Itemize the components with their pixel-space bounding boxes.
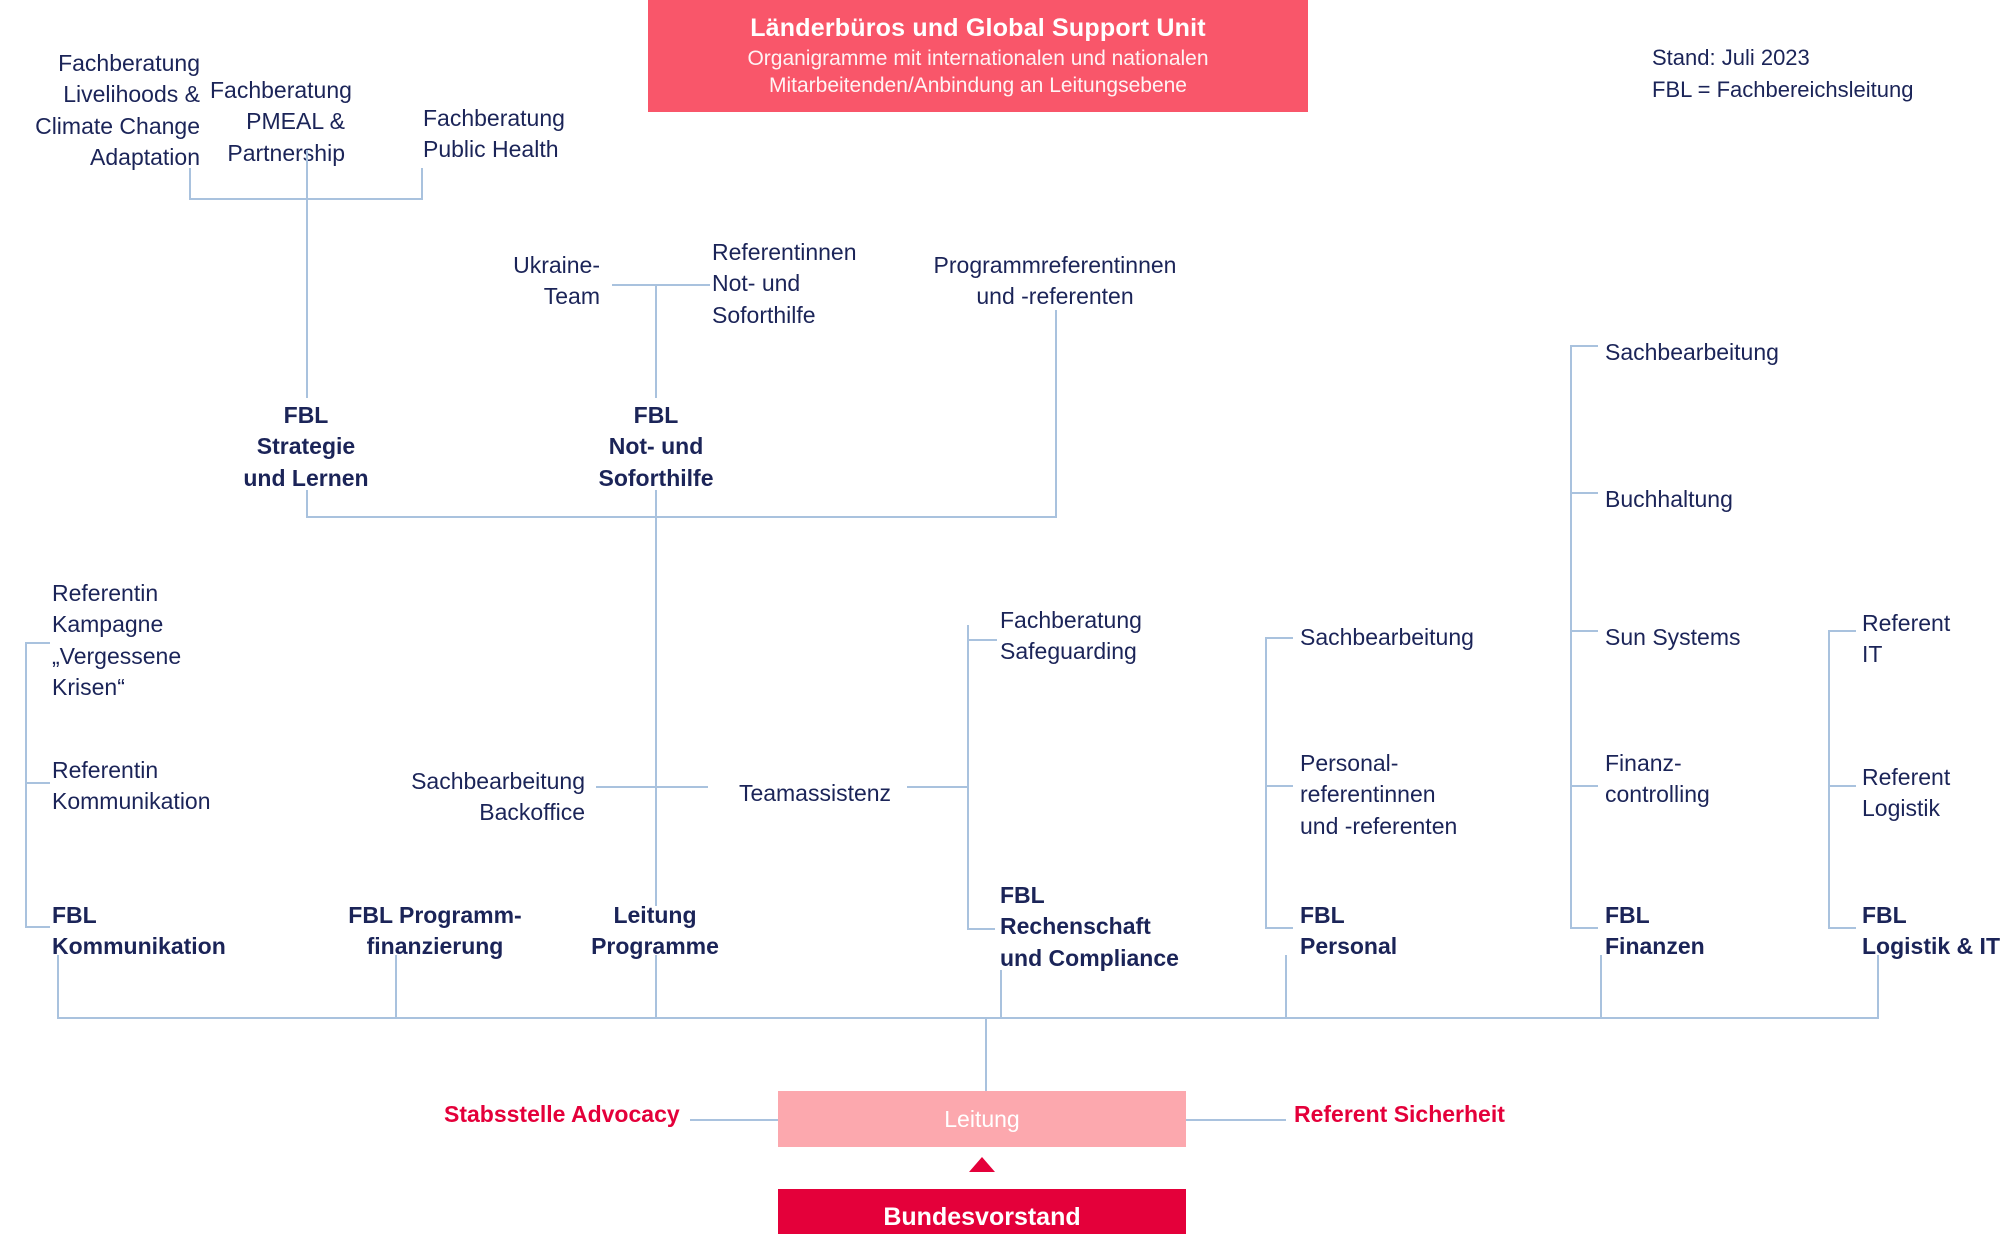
connector-pmeal-stub (306, 150, 308, 200)
connector-main-bus (57, 1017, 1879, 1019)
connector-programme-bus (306, 516, 1057, 518)
box-bundesvorstand-label: Bundesvorstand (883, 1202, 1081, 1231)
node-finanzcontrolling: Finanz- controlling (1605, 750, 1710, 808)
connector-leitung-programme-down (655, 955, 657, 1019)
connector-buchhaltung-stub (1570, 492, 1598, 494)
connector-leitung-sicherheit (1186, 1119, 1286, 1121)
box-leitung-label: Leitung (944, 1105, 1020, 1132)
connector-sb-finanzen-stub (1570, 345, 1598, 347)
connector-advocacy-leitung (690, 1119, 778, 1121)
node-fachberatung-public-health: Fachberatung Public Health (423, 105, 565, 163)
node-sachbearbeitung-finanzen: Sachbearbeitung (1605, 339, 1779, 365)
connector-sb-personal-stub (1265, 637, 1293, 639)
node-personalreferentinnen: Personal- referentinnen und -referenten (1300, 750, 1458, 839)
node-referentin-kommunikation: Referentin Kommunikation (52, 757, 211, 815)
connector-ref-kommunikation-stub (25, 782, 50, 784)
connector-kampagne-stub (25, 642, 50, 644)
legend-note: Stand: Juli 2023 FBL = Fachbereichsleitu… (1652, 45, 1914, 102)
header-banner: Länderbüros und Global Support Unit Orga… (648, 0, 1308, 112)
connector-fbl-personal-down (1285, 955, 1287, 1019)
connector-fbl-notsofort-down (655, 490, 657, 518)
banner-title: Länderbüros und Global Support Unit (750, 14, 1206, 43)
connector-referent-logistik-stub (1828, 785, 1856, 787)
node-ukraine-team: Ukraine- Team (513, 252, 600, 310)
connector-sun-systems-stub (1570, 630, 1598, 632)
arrow-up-icon (969, 1157, 995, 1172)
connector-public-health-stub (421, 168, 423, 200)
node-fbl-programmfinanzierung: FBL Programm- finanzierung (348, 902, 522, 960)
connector-fbl-kommunikation-stub (25, 926, 50, 928)
node-referent-it: Referent IT (1862, 610, 1951, 668)
connector-finanzen-spine (1570, 345, 1572, 927)
connector-fbl-logistik-down (1877, 955, 1879, 1019)
node-fbl-personal: FBL Personal (1300, 902, 1398, 960)
node-fbl-kommunikation: FBL Kommunikation (52, 902, 226, 960)
connector-livelihoods-stub (189, 168, 191, 200)
node-referent-sicherheit: Referent Sicherheit (1294, 1101, 1505, 1127)
connector-main-bus-to-leitung (985, 1017, 987, 1091)
connector-finanzcontrolling-stub (1570, 785, 1598, 787)
node-fbl-logistik-it: FBL Logistik & IT (1862, 902, 2000, 960)
banner-subtitle: Organigramme mit internationalen und nat… (747, 46, 1209, 98)
node-sachbearbeitung-backoffice: Sachbearbeitung Backoffice (411, 768, 585, 826)
connector-fbl-finanzen-down (1600, 955, 1602, 1019)
node-referentinnen-not-soforthilfe: Referentinnen Not- und Soforthilfe (712, 239, 857, 328)
connector-referent-it-stub (1828, 630, 1856, 632)
connector-programmreferent-down (1055, 310, 1057, 516)
connector-not-soforthilfe-down (655, 284, 657, 398)
node-fbl-strategie-und-lernen: FBL Strategie und Lernen (243, 402, 369, 491)
connector-rechenschaft-spine (967, 625, 969, 930)
connector-kommunikation-spine (25, 642, 27, 927)
node-referent-logistik: Referent Logistik (1862, 764, 1951, 822)
node-fbl-rechenschaft-compliance: FBL Rechenschaft und Compliance (1000, 882, 1179, 971)
connector-safeguarding-stub (967, 639, 997, 641)
connector-programmfinanzierung-down (395, 955, 397, 1019)
connector-fbl-finanzen-stub (1570, 927, 1598, 929)
connector-backoffice-teamassistenz (596, 786, 708, 788)
connector-fbl-rechenschaft-stub (967, 928, 995, 930)
node-fachberatung-livelihoods: Fachberatung Livelihoods & Climate Chang… (35, 50, 200, 170)
connector-fbl-strategie-down (306, 490, 308, 518)
node-stabsstelle-advocacy: Stabsstelle Advocacy (444, 1101, 680, 1127)
connector-logistik-spine (1828, 630, 1830, 927)
box-leitung: Leitung (778, 1091, 1186, 1147)
connector-fbl-rechenschaft-down (1000, 970, 1002, 1019)
node-fbl-not-und-soforthilfe: FBL Not- und Soforthilfe (598, 402, 714, 491)
node-fbl-finanzen: FBL Finanzen (1605, 902, 1705, 960)
connector-ukraine-ref-bus (612, 284, 710, 286)
connector-personalreferent-stub (1265, 785, 1293, 787)
connector-fbl-logistik-stub (1828, 927, 1856, 929)
node-sachbearbeitung-personal: Sachbearbeitung (1300, 624, 1474, 650)
node-leitung-programme: Leitung Programme (591, 902, 719, 960)
connector-fachberatung-down (306, 198, 308, 398)
connector-fbl-personal-stub (1265, 927, 1293, 929)
node-programmreferentinnen: Programmreferentinnen und -referenten (933, 252, 1177, 310)
connector-fbl-kommunikation-down (57, 955, 59, 1019)
node-fachberatung-pmeal: Fachberatung PMEAL & Partnership (210, 77, 352, 166)
connector-personal-spine (1265, 637, 1267, 927)
node-fachberatung-safeguarding: Fachberatung Safeguarding (1000, 607, 1142, 665)
box-bundesvorstand: Bundesvorstand (778, 1189, 1186, 1234)
node-sun-systems: Sun Systems (1605, 624, 1741, 650)
node-teamassistenz: Teamassistenz (738, 780, 892, 806)
node-buchhaltung: Buchhaltung (1605, 486, 1733, 512)
connector-teamassistenz-rechenschaft (907, 786, 967, 788)
connector-leitung-programme-up (655, 516, 657, 906)
node-referentin-kampagne: Referentin Kampagne „Vergessene Krisen“ (52, 580, 182, 700)
